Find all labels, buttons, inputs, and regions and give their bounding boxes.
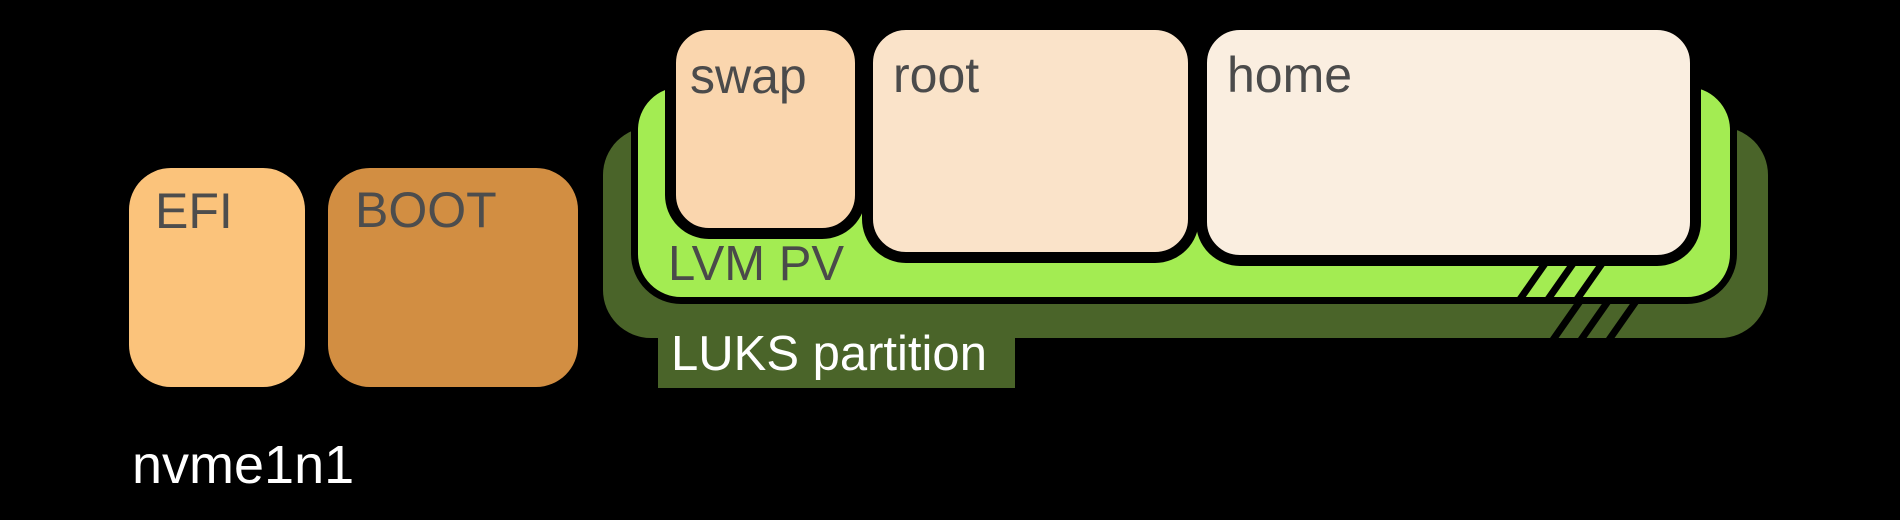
swap-volume-label: swap — [690, 48, 807, 104]
boot-partition-box: BOOT — [328, 168, 578, 387]
home-volume-label: home — [1227, 47, 1353, 103]
lvm-truncation-hatch — [1505, 262, 1625, 298]
root-volume-label: root — [893, 47, 980, 103]
disk-name-label: nvme1n1 — [132, 435, 355, 495]
root-volume-box: root — [862, 19, 1199, 263]
luks-truncation-hatch — [1545, 304, 1665, 338]
luks-partition-label-tab: LUKS partition — [658, 310, 1015, 388]
home-volume-box: home — [1196, 19, 1701, 266]
boot-partition-label: BOOT — [355, 182, 497, 238]
luks-partition-label: LUKS partition — [671, 327, 987, 381]
efi-partition-box: EFI — [129, 168, 305, 387]
swap-volume-box: swap — [665, 19, 866, 239]
efi-partition-label: EFI — [155, 183, 233, 239]
lvm-pv-label: LVM PV — [668, 237, 845, 291]
